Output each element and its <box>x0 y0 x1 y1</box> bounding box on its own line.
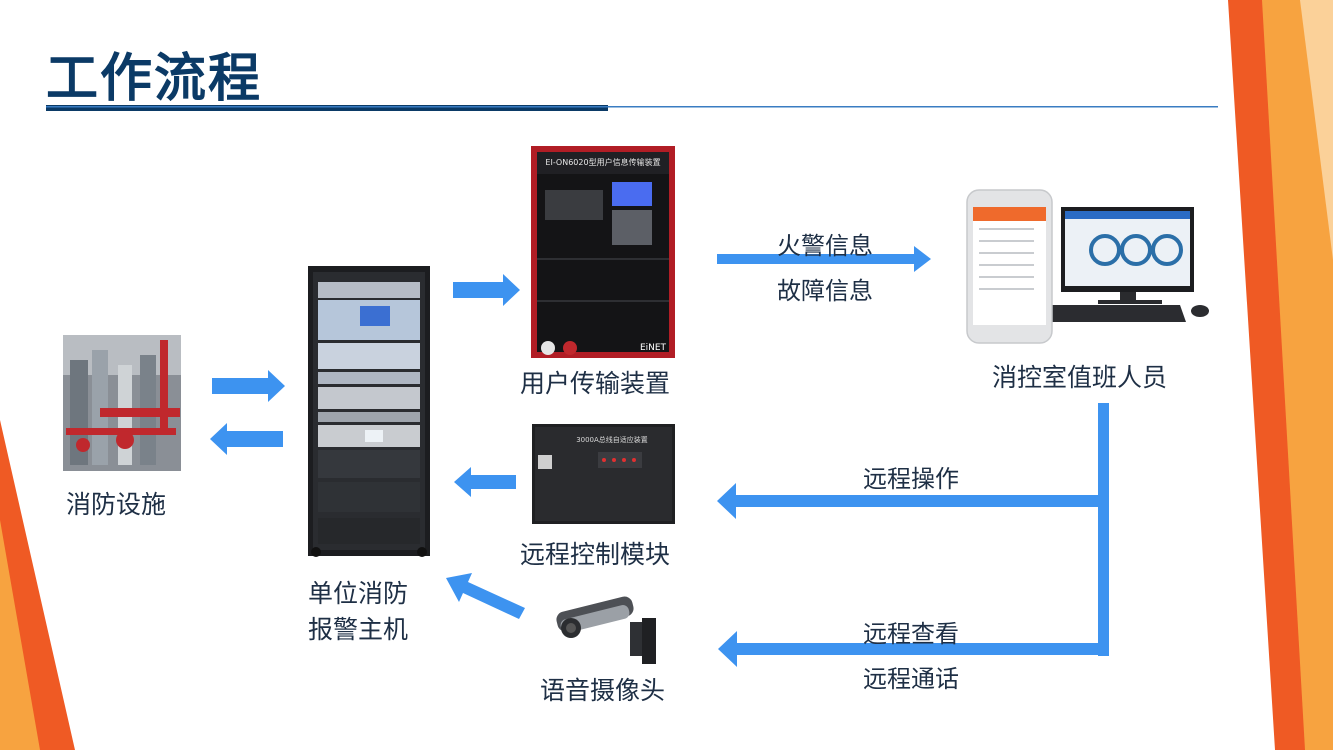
transmission-device-image: EI-ON6020型用户信息传输装置 EiNET <box>531 146 675 358</box>
staff-return-line <box>1098 403 1109 656</box>
alarm-host-cabinet-image <box>308 266 430 557</box>
flow-label-remote-view: 远程查看 <box>863 620 959 648</box>
flow-label-fire-info: 火警信息 <box>777 232 873 260</box>
monitoring-terminals-image <box>966 189 1209 344</box>
arrow-staff-to-module <box>717 483 1109 519</box>
label-camera: 语音摄像头 <box>540 676 666 705</box>
arrow-module-to-host <box>454 467 516 497</box>
corner-right-amber <box>1262 0 1333 750</box>
remote-control-module-image: 3000A总线自适应装置 <box>532 424 675 524</box>
label-fire-facility: 消防设施 <box>66 490 167 519</box>
transmitter-header: EI-ON6020型用户信息传输装置 <box>545 157 660 167</box>
arrow-facility-to-host <box>212 370 285 402</box>
flow-label-remote-operation: 远程操作 <box>863 465 959 493</box>
arrow-staff-to-camera <box>718 631 1109 667</box>
corner-right-light <box>1300 0 1333 260</box>
transmitter-brand: EiNET <box>640 343 667 353</box>
corner-left-amber <box>0 520 40 750</box>
camera-image <box>556 596 656 664</box>
flow-label-remote-call: 远程通话 <box>863 665 959 693</box>
arrow-transmitter-to-staff <box>717 246 931 272</box>
label-duty-staff: 消控室值班人员 <box>992 363 1168 392</box>
label-host-line1: 单位消防 <box>308 579 409 608</box>
title-rule-thick <box>46 105 608 111</box>
label-host-line2: 报警主机 <box>308 615 409 644</box>
page-title: 工作流程 <box>46 49 263 109</box>
arrow-host-to-transmitter <box>453 274 520 306</box>
title-rule-thin <box>46 106 1218 108</box>
label-remote-module: 远程控制模块 <box>520 540 671 569</box>
arrow-camera-to-host <box>446 573 525 619</box>
fire-pump-image <box>63 335 181 471</box>
module-header: 3000A总线自适应装置 <box>576 435 648 444</box>
flow-label-fault-info: 故障信息 <box>777 277 873 305</box>
label-transmission-device: 用户传输装置 <box>520 369 671 398</box>
arrow-host-to-facility <box>210 423 283 455</box>
